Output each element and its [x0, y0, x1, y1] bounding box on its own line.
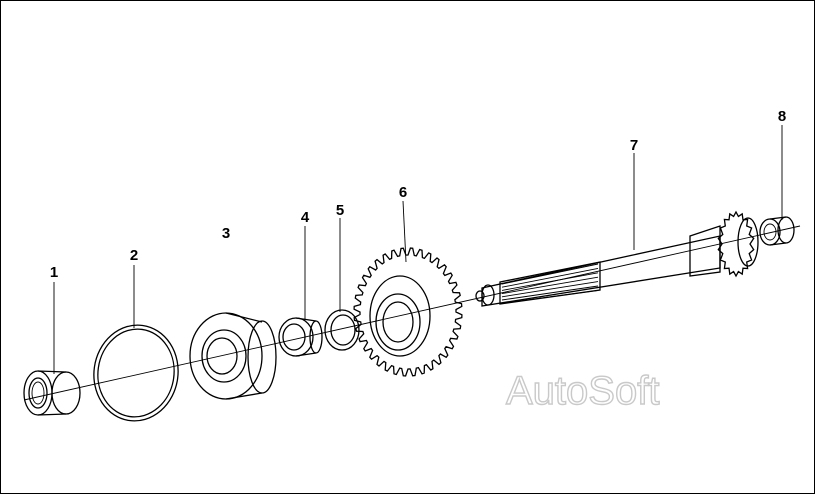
- part-2-ring: [93, 324, 179, 422]
- leader-6: [402, 200, 407, 263]
- part-6-gear: [353, 247, 463, 377]
- part-8-small-bearing: [759, 216, 795, 246]
- part-3-bearing: [189, 312, 277, 400]
- autosoft-watermark: AutoSoft: [506, 369, 659, 413]
- leader-lines: [53, 125, 783, 374]
- shaft-spline-line: [501, 267, 599, 288]
- shaft-spline-line: [501, 272, 599, 291]
- shaft-spline-line: [501, 263, 599, 285]
- callout-2: 2: [130, 247, 138, 264]
- callout-7: 7: [630, 137, 638, 154]
- callout-1: 1: [50, 264, 58, 281]
- callout-5: 5: [336, 202, 344, 219]
- callout-8: 8: [778, 108, 786, 125]
- shaft-spline-line: [501, 276, 599, 295]
- callout-4: 4: [301, 209, 310, 226]
- shaft-spline-line: [501, 289, 599, 304]
- part-1-bearing-race: [23, 370, 81, 416]
- callout-6: 6: [399, 184, 407, 201]
- shaft-spline-line: [501, 285, 599, 301]
- part-4-sleeve: [278, 317, 323, 357]
- part-5-snap-ring: [324, 309, 360, 351]
- shaft-spline-line: [501, 281, 599, 298]
- shaft-gear-teeth-outline: [717, 210, 755, 278]
- callout-3: 3: [222, 225, 230, 242]
- part-7-shaft: [475, 210, 759, 307]
